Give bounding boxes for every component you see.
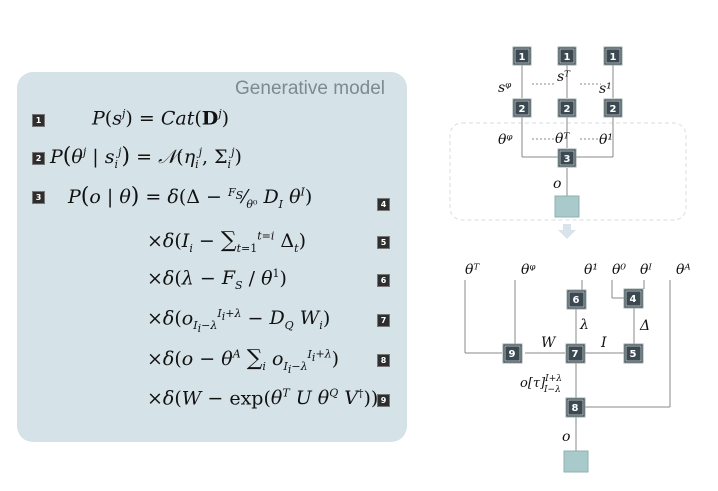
label-W: W: [541, 335, 557, 351]
panel-title: Generative model: [235, 78, 385, 99]
svg-text:2: 2: [519, 104, 526, 115]
equation-6: ×δ(λ − FS / θ1): [147, 267, 287, 293]
node-top-3: 3: [557, 148, 577, 168]
equation-badge-4: 4: [377, 198, 390, 211]
node-top-2b: 2: [557, 98, 577, 118]
node-top-1c: 1: [603, 46, 623, 66]
equation-7: ×δ(oIi−λIi+λ − DQ Wi): [147, 307, 331, 336]
node-8: 8: [565, 397, 586, 418]
label-bottom-thetaT: θᵀ: [465, 262, 480, 278]
node-9: 9: [502, 343, 523, 364]
svg-text:2: 2: [564, 104, 571, 115]
node-top-1b: 1: [557, 46, 577, 66]
equation-badge-7: 7: [377, 314, 390, 327]
node-7: 7: [565, 343, 586, 364]
label-lambda: λ: [579, 317, 589, 333]
label-bottom-thetaI: θᴵ: [640, 262, 652, 278]
equation-2: P(θj | sij) = 𝒩(ηij, Σij): [50, 144, 242, 171]
equation-9: ×δ(W − exp(θT U θQ V†)): [147, 387, 379, 410]
label-sQ: sᵠ: [498, 80, 512, 96]
equation-1: P(sj) = Cat(Dj): [92, 107, 230, 130]
svg-text:4: 4: [630, 294, 637, 305]
down-arrow-icon: [558, 224, 576, 239]
svg-text:3: 3: [564, 154, 571, 165]
observation-node-bottom: [563, 450, 589, 473]
svg-text:9: 9: [509, 349, 516, 360]
node-6: 6: [566, 289, 587, 310]
svg-text:5: 5: [630, 349, 637, 360]
svg-text:1: 1: [610, 52, 617, 63]
label-o-bottom: o: [562, 429, 570, 445]
label-I: I: [600, 335, 607, 351]
svg-text:1: 1: [564, 52, 571, 63]
top-graph-edges: [521, 65, 614, 196]
svg-text:6: 6: [573, 295, 580, 306]
label-bottom-theta0: θ⁰: [612, 262, 626, 278]
label-thetaQ: θᵠ: [498, 132, 513, 148]
label-bottom-thetaA: θᴬ: [676, 262, 691, 278]
svg-text:1: 1: [519, 52, 526, 63]
label-o-top: o: [553, 176, 561, 192]
generative-model-panel: Generative model: [17, 72, 407, 442]
label-bottom-thetaQ: θᵠ: [521, 262, 536, 278]
label-Delta: Δ: [639, 318, 650, 334]
equation-badge-6: 6: [377, 274, 390, 287]
equation-3: P(o | θ) = δ(Δ − FS⁄θ⁰ DI θI): [68, 184, 313, 211]
node-top-2a: 2: [512, 98, 532, 118]
equation-badge-1: 1: [32, 114, 45, 127]
equation-5: ×δ(Ii − ∑t=1t=i Δt): [147, 228, 306, 255]
svg-text:8: 8: [572, 403, 579, 414]
label-thetaT: θᵀ: [555, 131, 570, 147]
equation-badge-5: 5: [377, 236, 390, 249]
observation-node-top: [554, 195, 580, 218]
node-top-2c: 2: [603, 98, 623, 118]
node-top-1a: 1: [512, 46, 532, 66]
label-theta1: θ¹: [599, 132, 613, 148]
equation-badge-8: 8: [377, 354, 390, 367]
equation-8: ×δ(o − θA ∑i oIi−λIi+λ): [147, 346, 340, 376]
node-5: 5: [623, 343, 644, 364]
svg-text:2: 2: [610, 104, 617, 115]
equation-badge-3: 3: [32, 191, 45, 204]
equation-badge-9: 9: [377, 394, 390, 407]
label-s1: s¹: [599, 81, 612, 97]
svg-text:7: 7: [572, 349, 579, 360]
node-4: 4: [623, 288, 644, 309]
equation-badge-2: 2: [32, 152, 45, 165]
dashed-group-box: [449, 122, 687, 221]
label-sT: sᵀ: [557, 69, 571, 85]
label-bottom-theta1: θ¹: [584, 262, 598, 278]
bottom-graph-edges: [464, 280, 671, 451]
